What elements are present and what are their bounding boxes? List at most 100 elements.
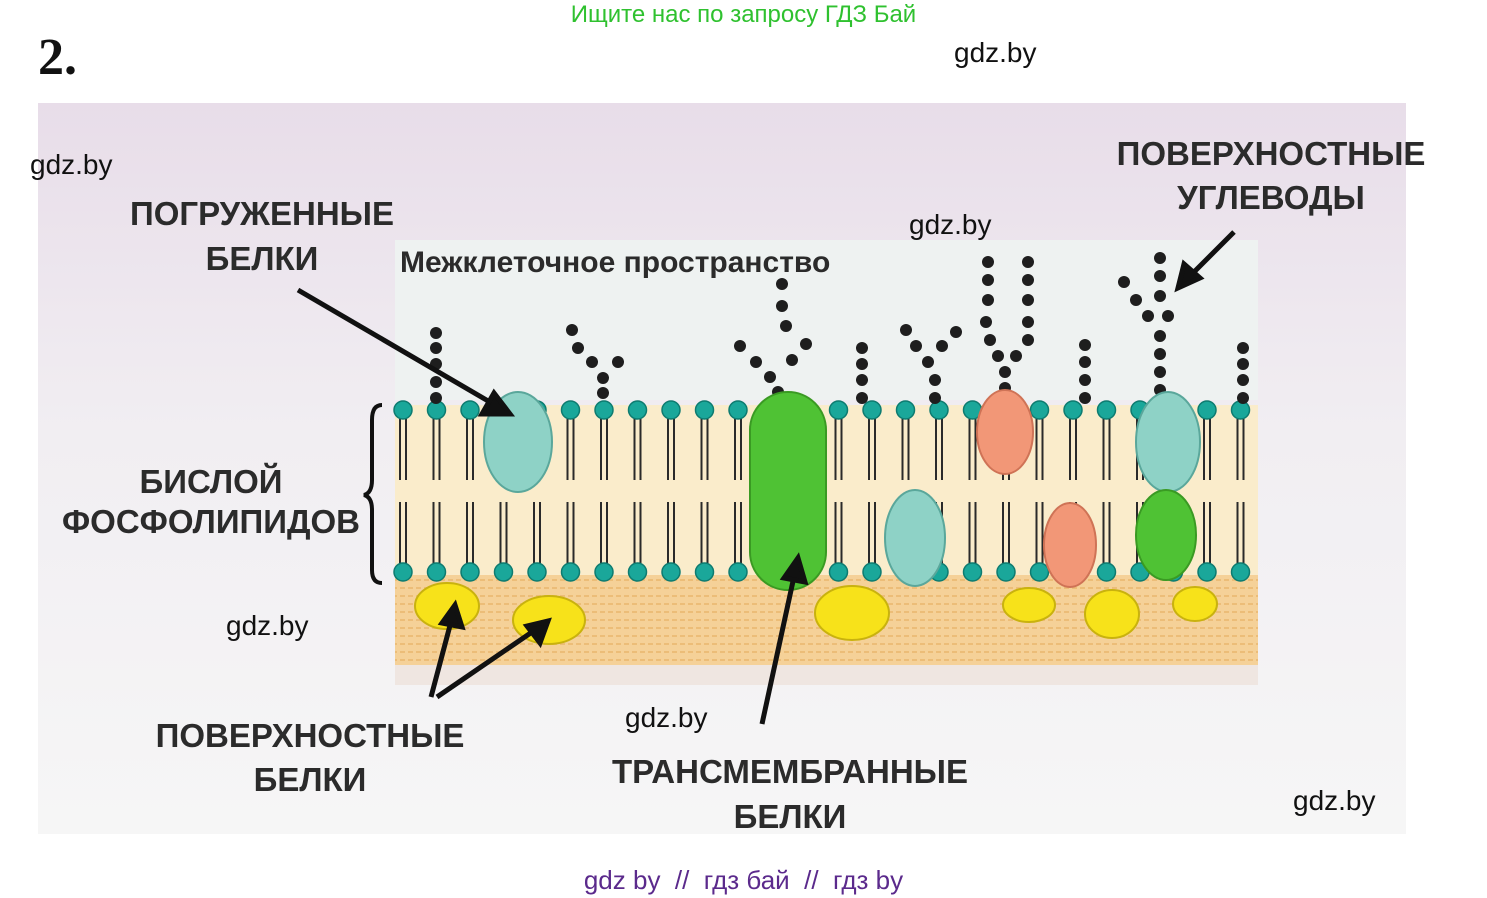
surface-protein-yellow-4	[1002, 587, 1056, 623]
surface-protein-yellow-3	[814, 585, 890, 641]
carbohydrate-unit	[597, 387, 609, 399]
carbohydrate-unit	[430, 392, 442, 404]
carbohydrate-unit	[1154, 330, 1166, 342]
carbohydrate-unit	[982, 256, 994, 268]
proteins	[414, 389, 1218, 645]
lipid-head	[1197, 562, 1217, 582]
immersed-protein-teal-bottom	[884, 489, 946, 587]
arrow-immersed-proteins-head	[477, 388, 516, 417]
lipid-head	[1096, 562, 1117, 582]
cytoplasm-bottom-band	[395, 665, 1258, 685]
carbohydrate-unit	[1154, 366, 1166, 378]
top-banner: Ищите нас по запросу ГДЗ Бай	[570, 1, 917, 28]
label-immersed-proteins-1: ПОГРУЖЕННЫЕ	[130, 195, 394, 232]
carbohydrate-unit	[1022, 316, 1034, 328]
extracellular-region	[395, 240, 1258, 400]
arrow-transmembrane-head	[779, 552, 809, 586]
carbohydrate-unit	[612, 356, 624, 368]
lipid-head	[560, 400, 581, 420]
lipid-head	[1230, 400, 1251, 420]
carbohydrate-unit	[780, 320, 792, 332]
arrow-surface-protein-1-head	[437, 599, 466, 631]
carbohydrate-unit	[1162, 310, 1174, 322]
carbohydrate-unit	[1079, 392, 1091, 404]
carbohydrate-unit	[922, 356, 934, 368]
arrow-surface-protein-2-head	[522, 617, 552, 649]
lipid-head	[862, 562, 882, 582]
carbohydrate-unit	[1079, 339, 1091, 351]
lipid-head	[460, 400, 480, 420]
watermark: gdz.by	[30, 149, 113, 180]
lipid-head	[393, 562, 413, 582]
arrow-transmembrane	[759, 571, 798, 725]
carbohydrate-unit	[856, 358, 868, 370]
arrows	[296, 230, 1236, 725]
carbohydrate-unit	[597, 372, 609, 384]
carbohydrate-unit	[1154, 252, 1166, 264]
carbohydrate-unit	[1142, 310, 1154, 322]
lipid-head	[426, 562, 447, 582]
carbohydrate-unit	[984, 334, 996, 346]
lipid-head	[828, 562, 849, 582]
lipid-head	[1063, 400, 1083, 420]
lipid-head	[862, 400, 882, 420]
label-bilayer-1: БИСЛОЙ	[140, 462, 283, 500]
watermark: gdz.by	[226, 610, 309, 641]
lipid-head	[728, 400, 748, 420]
carbohydrate-unit	[999, 366, 1011, 378]
immersed-protein-salmon-top	[976, 389, 1034, 475]
carbohydrate-unit	[980, 316, 992, 328]
carbohydrate-unit	[1237, 392, 1249, 404]
carbohydrate-unit	[982, 274, 994, 286]
carbohydrate-unit	[1079, 356, 1091, 368]
carbohydrate-unit	[929, 392, 941, 404]
carbohydrate-unit	[430, 376, 442, 388]
carbohydrate-unit	[430, 327, 442, 339]
lipid-head	[594, 400, 614, 420]
carbohydrate-unit	[750, 356, 762, 368]
lipid-head	[1029, 562, 1050, 582]
label-transmembrane-2: БЕЛКИ	[734, 798, 847, 835]
label-surface-proteins-2: БЕЛКИ	[254, 761, 367, 798]
label-intercellular-space: Межклеточное пространство	[400, 246, 830, 279]
carbohydrate-unit	[430, 342, 442, 354]
carbohydrate-unit	[992, 350, 1004, 362]
lipid-head	[1197, 400, 1217, 420]
lipid-head	[1096, 400, 1117, 420]
arrow-surface-carbs	[1188, 230, 1236, 278]
arrow-surface-protein-2	[435, 627, 537, 700]
immersed-protein-teal	[483, 391, 553, 493]
carbohydrate-unit	[950, 326, 962, 338]
carbohydrate-unit	[856, 374, 868, 386]
lipid-head	[929, 400, 949, 420]
carbohydrate-unit	[1237, 342, 1249, 354]
carbohydrate-unit	[566, 324, 578, 336]
label-immersed-proteins-2: БЕЛКИ	[206, 240, 319, 277]
carbohydrate-unit	[776, 300, 788, 312]
lipid-head	[627, 562, 648, 582]
surface-protein-yellow-5	[1084, 589, 1140, 639]
lipid-head	[493, 562, 514, 582]
carbohydrate-unit	[1022, 294, 1034, 306]
carbohydrate-unit	[786, 354, 798, 366]
lipid-head	[962, 562, 983, 582]
carbohydrate-unit	[572, 342, 584, 354]
label-transmembrane-1: ТРАНСМЕМБРАННЫЕ	[612, 753, 968, 790]
carbohydrate-unit	[1079, 374, 1091, 386]
carbohydrate-unit	[1022, 334, 1034, 346]
arrow-surface-protein-1	[428, 617, 455, 698]
carbohydrate-unit	[1022, 274, 1034, 286]
carbohydrate-unit	[764, 371, 776, 383]
bilayer-brace	[363, 403, 383, 585]
lipid-head	[895, 400, 916, 420]
arrow-surface-carbs-head	[1174, 259, 1205, 293]
lipid-head	[661, 400, 681, 420]
arrow-immersed-proteins	[296, 287, 497, 408]
carbohydrate-unit	[900, 324, 912, 336]
transmembrane-protein-green	[749, 391, 827, 591]
lipid-head	[694, 400, 715, 420]
surface-protein-yellow-6	[1172, 586, 1218, 622]
carbohydrate-unit	[1154, 270, 1166, 282]
footer-links: gdz by // гдз бай // гдз by	[583, 865, 904, 895]
watermark: gdz.by	[1293, 785, 1376, 816]
